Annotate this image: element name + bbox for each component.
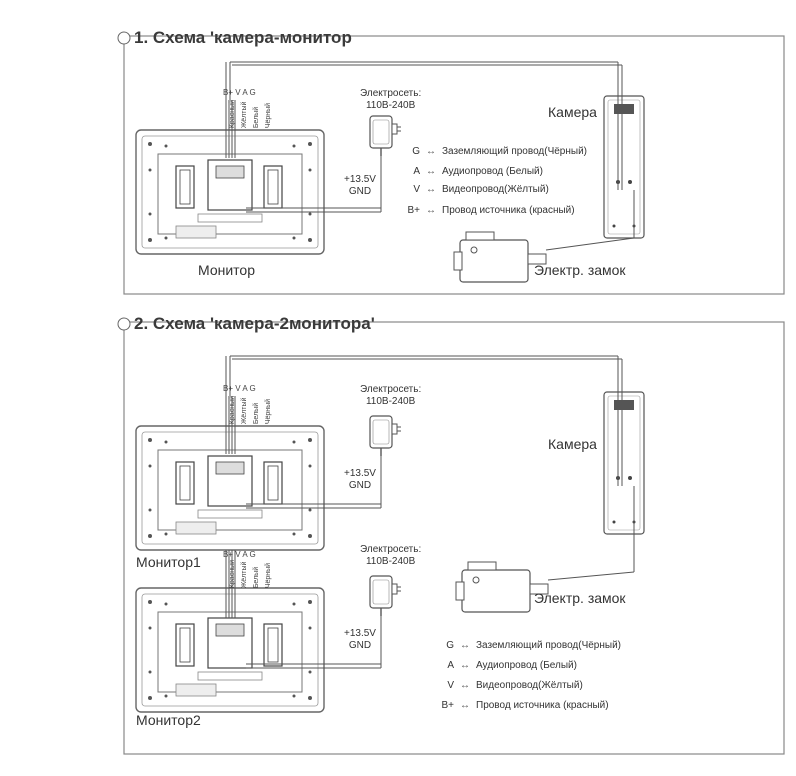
gnd-label: GND	[348, 186, 372, 197]
legend2-row-a: A↔Аудиопровод (Белый)	[447, 660, 577, 671]
voltage-label: +13.5V	[344, 174, 376, 185]
section1-title: 1. Схема 'камера-монитор	[134, 28, 352, 47]
monitor-label: Монитор	[198, 262, 255, 278]
section1-frame	[123, 35, 785, 295]
power-supply-2-label: Электросеть: 110В-240В	[360, 544, 422, 567]
section1-marker	[117, 31, 131, 45]
legend2-row-g: G↔Заземляющий провод(Чёрный)	[446, 640, 621, 651]
power-output-label: +13.5V GND	[344, 174, 376, 198]
electric-lock	[453, 231, 547, 283]
camera-device	[603, 95, 645, 239]
lock-label: Электр. замок	[534, 262, 626, 278]
power-supply-label: Электросеть: 110В-240В	[360, 88, 421, 112]
power-supply-1	[369, 415, 402, 457]
terminal-labels-3: B+ V A G	[223, 550, 256, 559]
power-supply-2	[369, 575, 402, 617]
section2-wires	[225, 355, 635, 669]
camera-label: Камера	[548, 104, 597, 120]
camera-device-2	[603, 391, 645, 535]
monitor2-label: Монитор2	[136, 712, 201, 728]
section1-wires	[225, 61, 635, 251]
section2-frame	[123, 321, 785, 755]
wire-color-red: Красный	[229, 100, 236, 129]
wire-color-black: Чёрный	[265, 102, 272, 129]
monitor1-device	[135, 425, 325, 551]
terminal-labels-2: B+ V A G	[223, 384, 256, 393]
power-label: Электросеть:	[360, 88, 422, 99]
section2-title: 2. Схема 'камера-2монитора'	[134, 314, 375, 333]
legend-row-g: G↔Заземляющий провод(Чёрный)	[412, 146, 587, 157]
terminal-bplus: B+	[223, 88, 234, 97]
lock-label-2: Электр. замок	[534, 590, 626, 606]
wire-color-labels: Красный Жёлтый Белый Чёрный	[229, 100, 272, 128]
wire-color-labels-3: Красный Жёлтый Белый Чёрный	[229, 560, 272, 589]
camera-label-2: Камера	[548, 436, 597, 452]
power-output-2-label: +13.5V GND	[344, 628, 376, 651]
power-range: 110В-240В	[365, 100, 416, 111]
section2-marker	[117, 317, 131, 331]
legend2-row-v: V↔Видеопровод(Жёлтый)	[447, 680, 583, 691]
legend2-row-bplus: B+↔Провод источника (красный)	[441, 700, 609, 711]
power-output-1-label: +13.5V GND	[344, 468, 376, 491]
monitor-device	[135, 129, 325, 255]
monitor1-label: Монитор1	[136, 554, 201, 570]
power-supply-1-label: Электросеть: 110В-240В	[360, 384, 422, 407]
monitor2-device	[135, 587, 325, 713]
legend-row-bplus: B+↔Провод источника (красный)	[407, 205, 575, 216]
terminal-a: A	[242, 88, 248, 97]
terminal-v: V	[235, 88, 241, 97]
legend-row-v: V↔Видеопровод(Жёлтый)	[413, 184, 549, 195]
terminal-g: G	[249, 88, 256, 97]
wire-color-yellow: Жёлтый	[241, 101, 248, 129]
legend-row-a: A↔Аудиопровод (Белый)	[413, 166, 543, 177]
wire-color-white: Белый	[253, 106, 260, 129]
power-supply	[369, 115, 402, 157]
terminal-labels: B+ V A G	[223, 88, 256, 97]
wire-color-labels-2: Красный Жёлтый Белый Чёрный	[229, 396, 272, 425]
